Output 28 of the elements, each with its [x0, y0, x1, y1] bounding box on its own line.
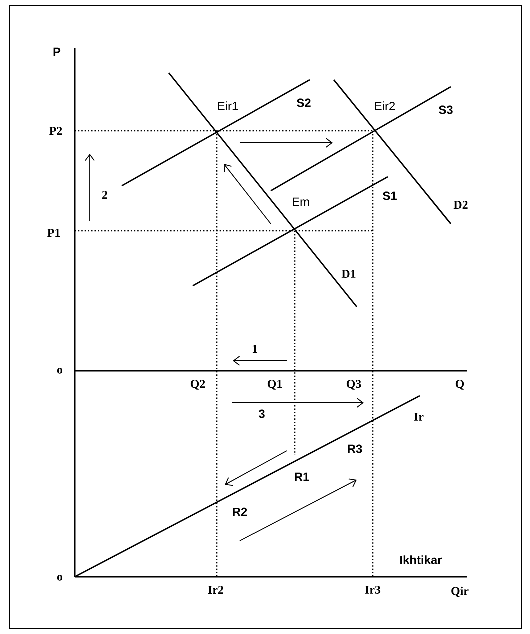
axis-label: P2	[50, 127, 62, 135]
axis-label: o	[57, 575, 63, 581]
axis-label: Q	[456, 380, 464, 390]
point-label: R3	[348, 444, 362, 454]
point-label: R1	[295, 472, 310, 482]
point-label: Eir2	[375, 102, 396, 110]
axis-label: P	[54, 48, 61, 56]
axis-label: o	[57, 368, 63, 374]
point-label: Em	[293, 198, 310, 206]
curve-label: S1	[383, 192, 397, 200]
axis-label: Ir3	[365, 586, 381, 594]
step-number: 2	[102, 191, 108, 199]
curve-label: D2	[454, 201, 468, 209]
step-number: 1	[252, 345, 258, 353]
curve-label: Ir	[414, 413, 424, 421]
curve-label: S2	[297, 98, 311, 108]
curve-label: D1	[342, 270, 356, 278]
axis-label: Q2	[190, 380, 206, 390]
axis-label: P1	[48, 229, 60, 237]
axis-label: Ir2	[208, 586, 224, 594]
point-label: R2	[233, 508, 248, 516]
point-label: Eir1	[218, 102, 238, 110]
axis-label: Q1	[268, 380, 282, 390]
region-label: Ikhtikar	[400, 556, 442, 564]
step-number: 3	[258, 410, 265, 418]
curve-label: S3	[439, 106, 453, 114]
axis-label: Q3	[346, 380, 362, 390]
axis-label: Qir	[452, 586, 469, 598]
